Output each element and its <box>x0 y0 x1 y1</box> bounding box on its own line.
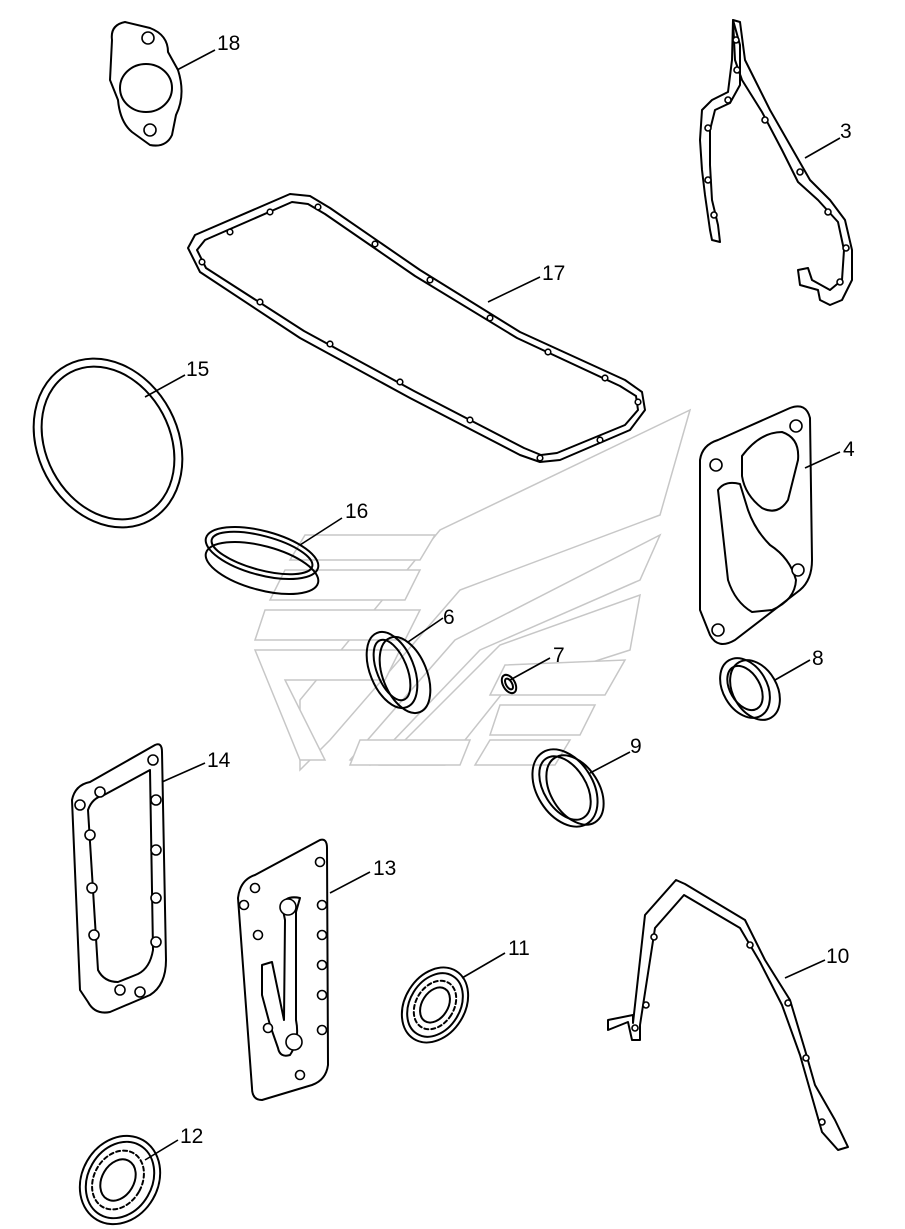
callout-8: 8 <box>812 647 824 670</box>
leader-13 <box>329 871 371 894</box>
callout-9: 9 <box>630 735 642 758</box>
part-7-small-o-ring <box>500 673 518 695</box>
leader-10 <box>784 959 826 979</box>
leader-16 <box>299 517 343 546</box>
leader-lines <box>144 49 841 1161</box>
callout-11: 11 <box>508 937 530 960</box>
leader-17 <box>487 276 541 303</box>
leader-12 <box>144 1139 179 1161</box>
part-13-plate-gasket <box>237 838 329 1101</box>
leader-11 <box>461 952 506 979</box>
part-16-seal-ring <box>204 525 320 596</box>
leader-14 <box>161 762 206 783</box>
callout-10: 10 <box>826 945 849 968</box>
part-17-oil-pan-gasket <box>187 193 646 463</box>
callout-4: 4 <box>843 438 855 461</box>
part-15-large-o-ring <box>32 357 184 529</box>
leader-3 <box>804 137 841 159</box>
part-9-seal-ring <box>531 748 605 828</box>
leader-9 <box>589 751 631 774</box>
part-8-seal <box>719 657 781 721</box>
part-3-front-cover-gasket <box>699 19 853 306</box>
callout-3: 3 <box>840 120 852 143</box>
callout-16: 16 <box>345 500 368 523</box>
callout-12: 12 <box>180 1125 203 1148</box>
part-6-seal <box>365 631 432 714</box>
callout-labels: 18 3 17 15 16 4 6 7 8 9 14 13 11 10 12 <box>180 32 855 1148</box>
leader-4 <box>804 451 841 469</box>
callout-18: 18 <box>217 32 240 55</box>
part-14-cover-gasket <box>71 743 167 1014</box>
watermark-logo <box>253 408 692 772</box>
callout-15: 15 <box>186 358 209 381</box>
callout-13: 13 <box>373 857 396 880</box>
callout-7: 7 <box>553 644 565 667</box>
leader-8 <box>774 659 811 681</box>
part-10-rear-cover-gasket <box>607 879 849 1151</box>
part-12-toothed-seal <box>78 1134 162 1226</box>
callout-17: 17 <box>542 262 565 285</box>
leader-18 <box>176 49 216 71</box>
callout-6: 6 <box>443 606 455 629</box>
leader-15 <box>144 374 186 398</box>
callout-14: 14 <box>207 749 231 772</box>
leader-7 <box>509 657 551 681</box>
part-11-toothed-seal <box>400 966 470 1044</box>
part-18-flange-gasket <box>109 21 183 147</box>
part-4-oil-cooler-gasket <box>699 405 813 645</box>
leader-6 <box>407 617 444 643</box>
